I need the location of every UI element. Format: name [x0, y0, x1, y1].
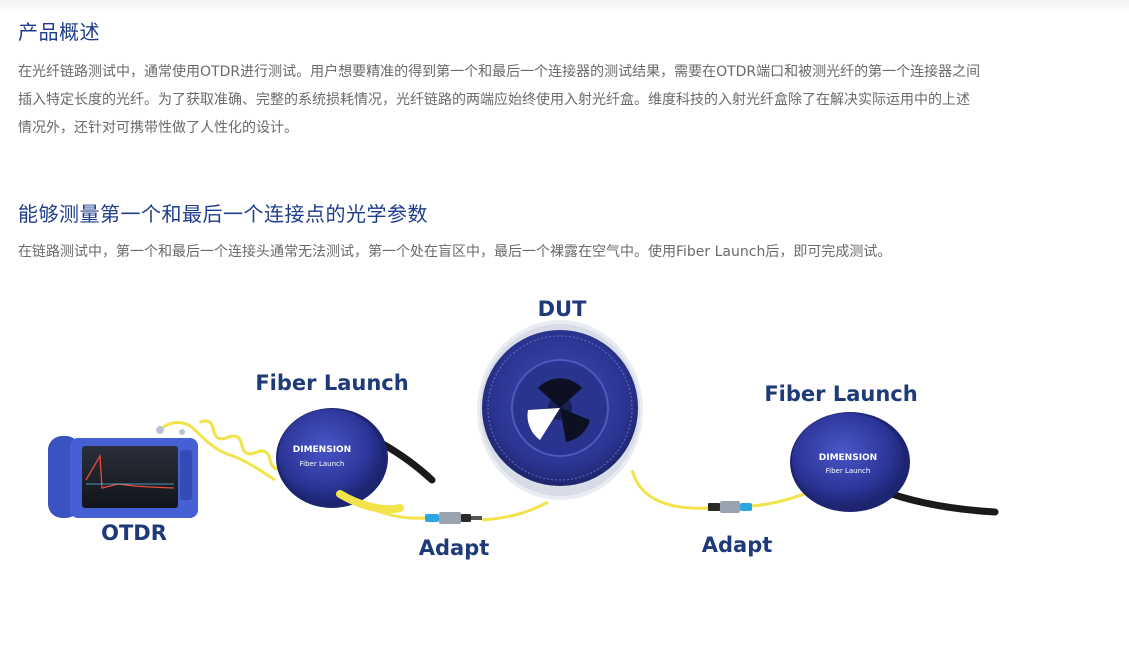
- otdr-device: [48, 426, 198, 518]
- feature-title: 能够测量第一个和最后一个连接点的光学参数: [18, 202, 428, 226]
- diagram-svg: DIMENSION Fiber Launch: [48, 297, 999, 560]
- overview-title: 产品概述: [18, 20, 100, 44]
- brand-product-left: Fiber Launch: [300, 460, 345, 468]
- fiber-launch-case-right: DIMENSION Fiber Launch: [790, 412, 999, 516]
- adapter-left: [425, 512, 482, 524]
- top-shade: [0, 0, 1129, 14]
- label-adapt-left: Adapt: [419, 536, 490, 560]
- brand-logo-right: DIMENSION: [819, 453, 877, 463]
- label-dut: DUT: [538, 297, 587, 321]
- fiber-launch-case-left: DIMENSION Fiber Launch: [276, 408, 436, 514]
- adapter-right: [708, 501, 752, 513]
- label-otdr: OTDR: [101, 521, 167, 545]
- overview-line-1: 在光纤链路测试中，通常使用OTDR进行测试。用户想要精准的得到第一个和最后一个连…: [18, 64, 981, 80]
- label-fiber-launch-right: Fiber Launch: [764, 382, 917, 406]
- fiber-launch-diagram: DIMENSION Fiber Launch: [0, 280, 1129, 610]
- brand-logo-left: DIMENSION: [293, 445, 351, 455]
- feature-text: 在链路测试中，第一个和最后一个连接头通常无法测试，第一个处在盲区中，最后一个裸露…: [18, 244, 892, 260]
- overview-line-3: 情况外，还针对可携带性做了人性化的设计。: [18, 120, 298, 136]
- label-adapt-right: Adapt: [702, 533, 773, 557]
- brand-product-right: Fiber Launch: [826, 467, 871, 475]
- label-fiber-launch-left: Fiber Launch: [255, 371, 408, 395]
- overview-line-2: 插入特定长度的光纤。为了获取准确、完整的系统损耗情况，光纤链路的两端应始终使用入…: [18, 92, 970, 108]
- dut-reel: [477, 320, 643, 500]
